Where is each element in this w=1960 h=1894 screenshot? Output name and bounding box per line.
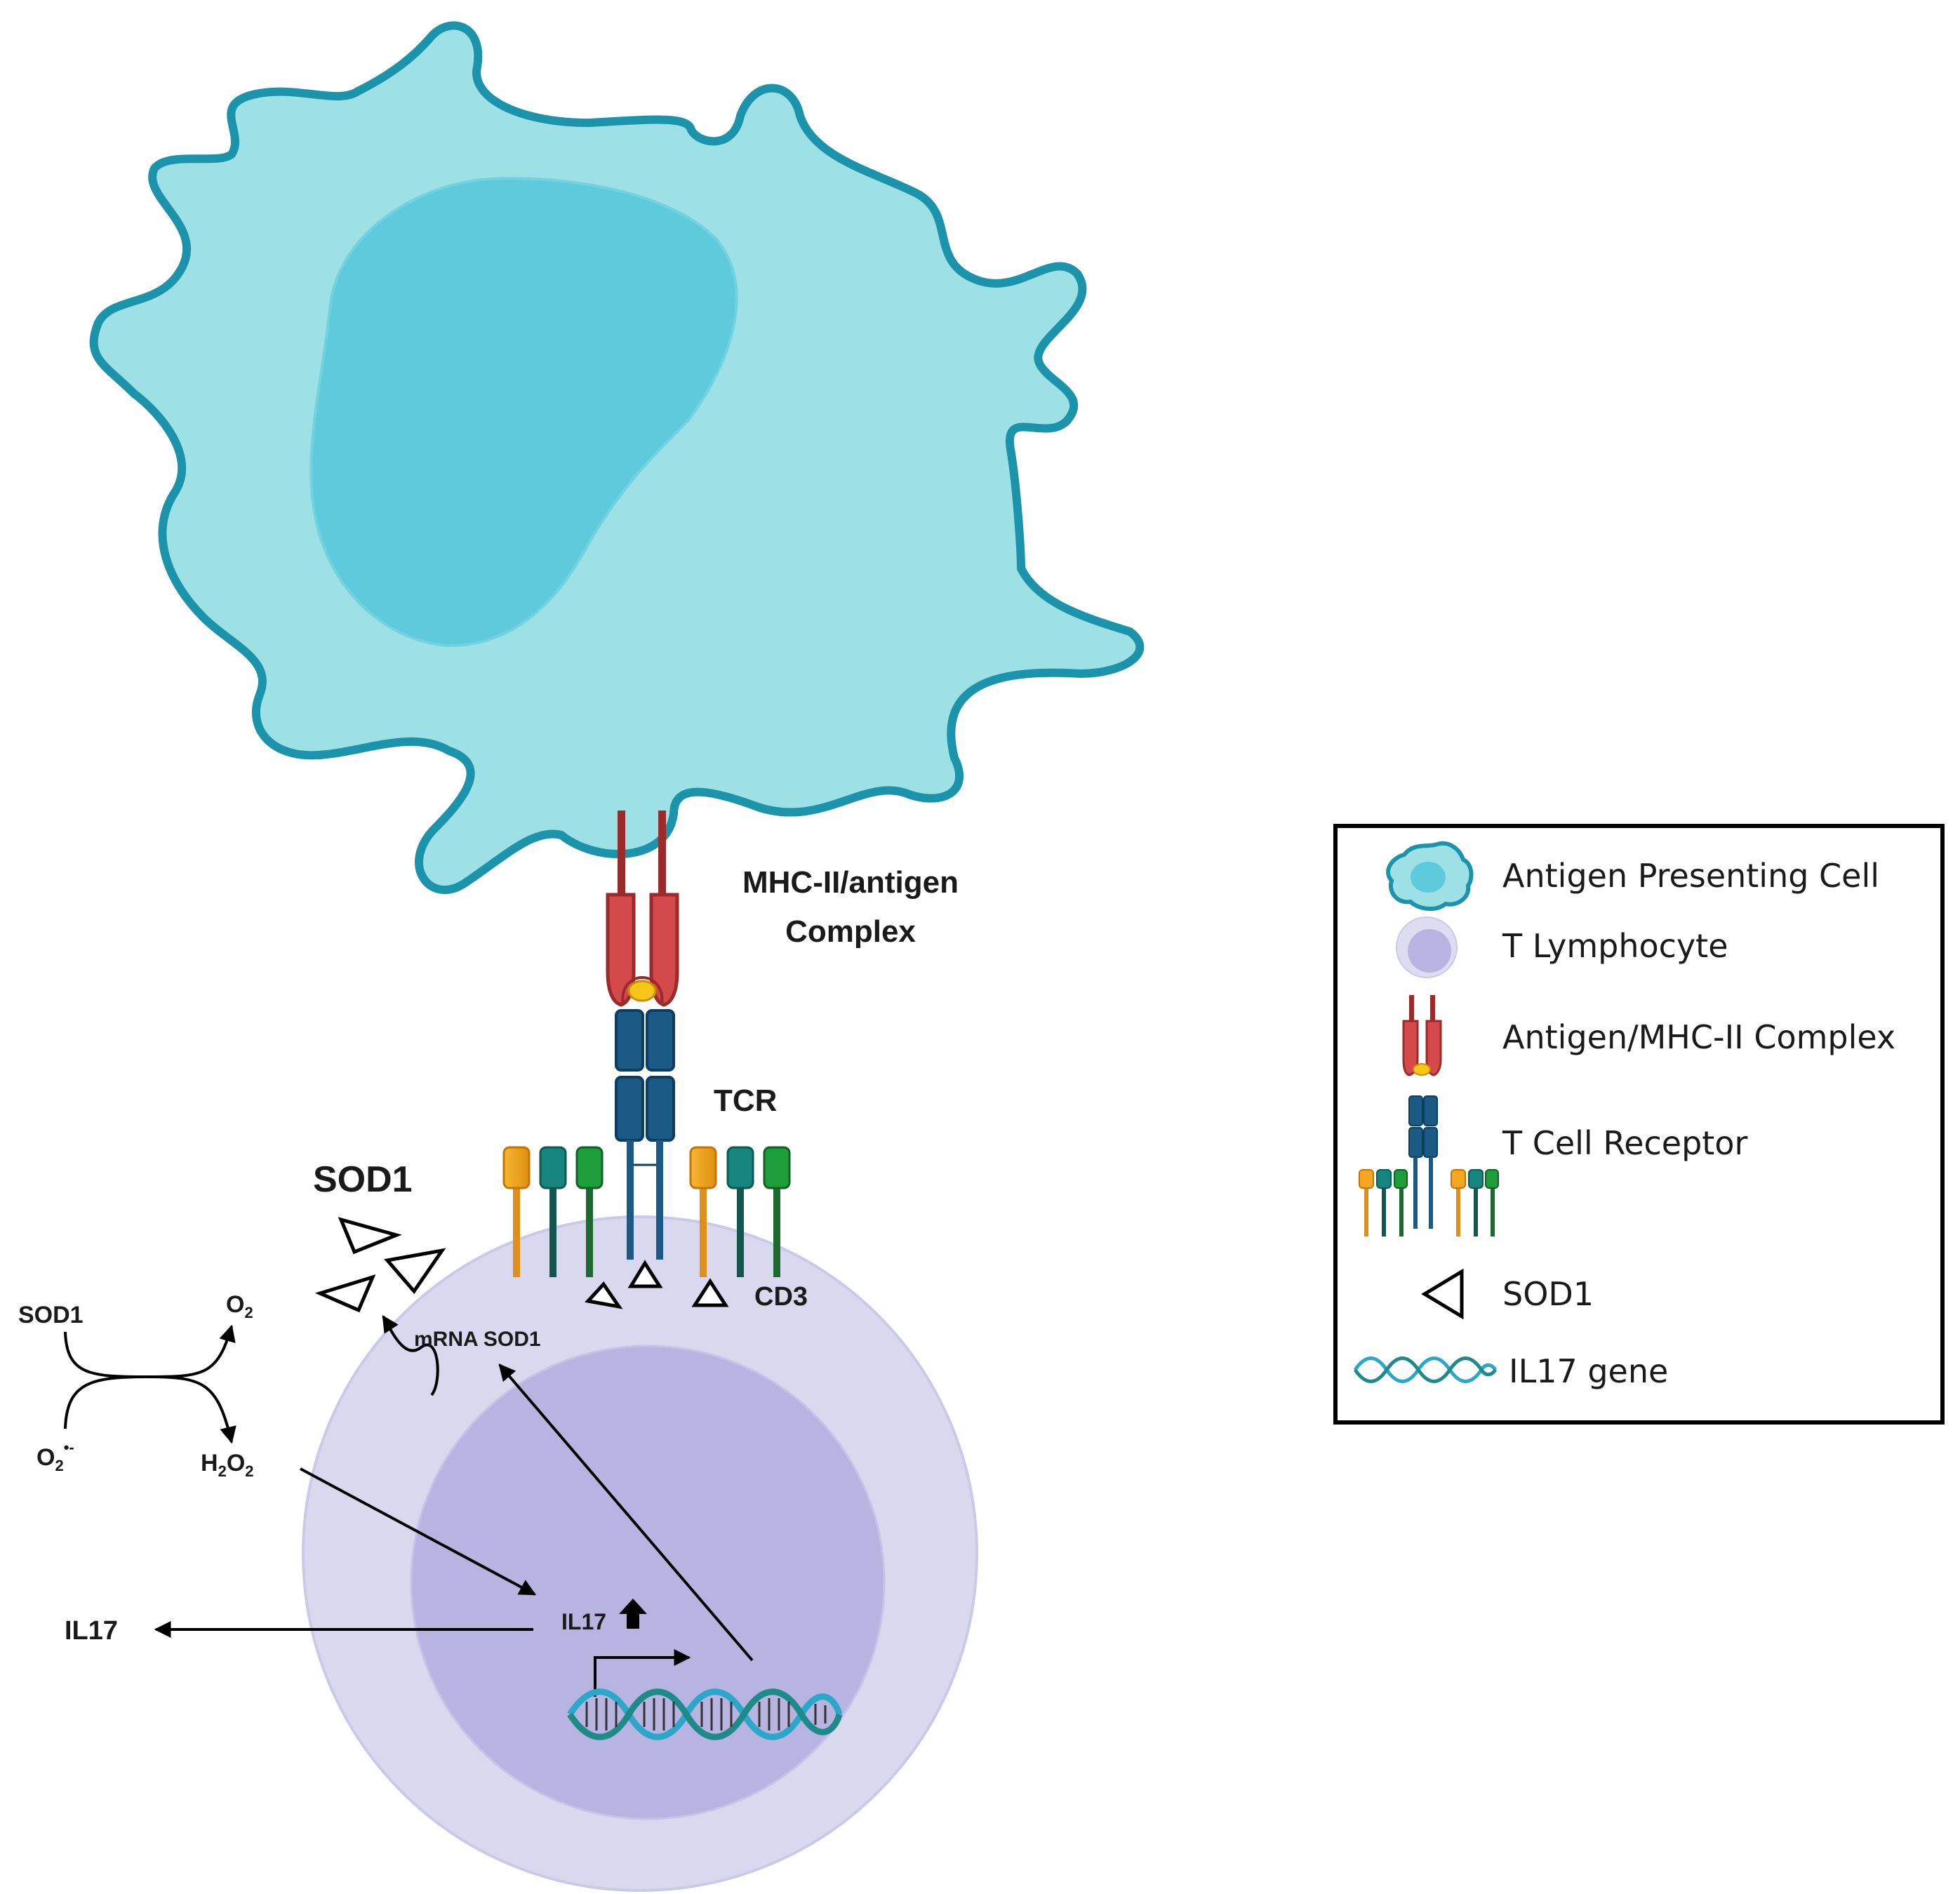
- upregulation-arrow-icon: [619, 1599, 647, 1629]
- t-lymphocyte-icon: [1396, 916, 1458, 978]
- h2o2-label: H2O2: [201, 1450, 254, 1480]
- cd3-right-group: [689, 1146, 791, 1277]
- legend-label-tcr: T Cell Receptor: [1502, 1124, 1747, 1162]
- il17-gene-dna: [567, 1688, 843, 1740]
- reaction-sod1-label: SOD1: [18, 1302, 84, 1328]
- pathway-arrows: [64, 1314, 754, 1697]
- sod1-triangle: [314, 1274, 376, 1313]
- antigen-presenting-cell: [89, 21, 1145, 894]
- tcr-label: TCR: [714, 1083, 777, 1118]
- transcription-start-arrow: [594, 1649, 691, 1697]
- t-lymphocyte: [302, 1215, 978, 1892]
- sod1-triangle: [627, 1260, 663, 1288]
- tcr-icon: [1359, 1095, 1499, 1236]
- legend-label-il17-gene: IL17 gene: [1509, 1352, 1668, 1390]
- cd3-left-group: [502, 1146, 604, 1277]
- gene-to-mrna-arrow: [498, 1363, 754, 1662]
- mhc-complex-icon: [1402, 995, 1442, 1076]
- sod1-triangles: [314, 1217, 729, 1313]
- mhc-antigen-complex: [606, 811, 679, 1007]
- legend-label-apc: Antigen Presenting Cell: [1502, 857, 1879, 895]
- legend-label-sod1: SOD1: [1502, 1275, 1594, 1313]
- il17-outside-label: IL17: [65, 1616, 118, 1646]
- mhc-label-line1: MHC-II/antigen: [742, 865, 959, 900]
- h2o2-to-il17-arrow: [300, 1467, 537, 1596]
- sod1-triangle: [691, 1278, 729, 1307]
- cd3-label: CD3: [754, 1282, 808, 1312]
- mrna-export-arrow: [382, 1314, 439, 1396]
- apc-nucleus: [309, 177, 738, 648]
- tcr: [615, 1009, 675, 1260]
- sod1-triangle: [384, 1248, 446, 1295]
- sod1-triangle-icon: [1421, 1268, 1464, 1320]
- mrna-sod1-label: mRNA SOD1: [414, 1328, 541, 1351]
- t-cell-nucleus: [410, 1345, 886, 1820]
- sod1-triangle: [585, 1281, 623, 1309]
- antigen-peptide: [627, 980, 657, 1002]
- mhc-label-line2: Complex: [785, 914, 916, 949]
- antigen-presenting-cell-icon: [1386, 841, 1474, 911]
- reaction-arc-superoxide: [64, 1375, 236, 1444]
- legend-label-t-lymphocyte: T Lymphocyte: [1502, 927, 1728, 965]
- sod1-triangle: [338, 1217, 402, 1255]
- superoxide-label: O2•-: [36, 1439, 74, 1474]
- legend: Antigen Presenting Cell T Lymphocyte Ant…: [1333, 824, 1945, 1425]
- legend-label-mhc: Antigen/MHC-II Complex: [1502, 1018, 1895, 1056]
- dna-helix-icon: [1353, 1356, 1498, 1383]
- o2-label: O2: [226, 1291, 253, 1321]
- reaction-arc-sod1: [64, 1324, 236, 1379]
- sod1-big-label: SOD1: [313, 1159, 413, 1200]
- cd3-complex: [502, 1146, 791, 1277]
- il17-inside-label: IL17: [561, 1609, 606, 1634]
